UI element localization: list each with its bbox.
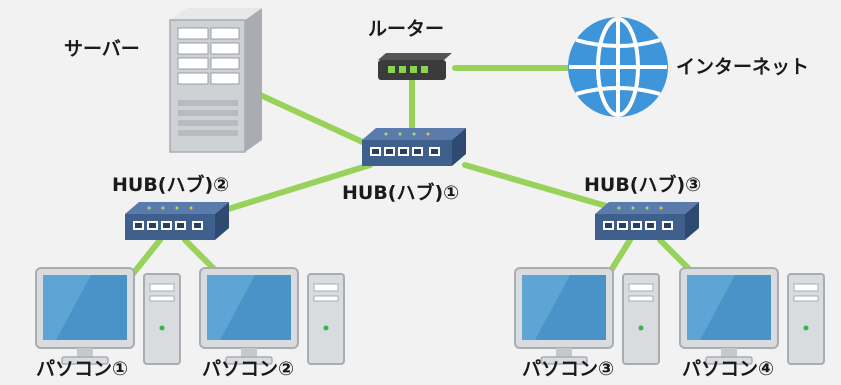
router-icon <box>378 53 452 80</box>
hub2-label: HUB(ハブ)② <box>112 174 230 196</box>
network-hub-icon <box>362 128 466 166</box>
cable-server-hub1 <box>242 85 383 153</box>
cable-hub1-hub2 <box>222 162 373 213</box>
network-hub-icon <box>125 202 229 240</box>
pc3-label: パソコン③ <box>522 358 615 380</box>
pc4-label: パソコン④ <box>682 358 775 380</box>
router-label: ルーター <box>368 18 445 40</box>
desktop-computer-icon <box>514 267 660 365</box>
desktop-computer-icon <box>679 267 825 365</box>
server-label: サーバー <box>64 38 140 60</box>
cables <box>125 65 703 283</box>
hub3-label: HUB(ハブ)③ <box>584 174 702 196</box>
pc2-label: パソコン② <box>202 358 295 380</box>
desktop-computer-icon <box>35 267 181 365</box>
pc1-label: パソコン① <box>36 358 129 380</box>
desktop-computer-icon <box>199 267 345 365</box>
server-tower-icon <box>169 8 262 153</box>
network-hub-icon <box>595 202 699 240</box>
globe-icon <box>568 17 668 117</box>
hub1-label: HUB(ハブ)① <box>342 182 460 204</box>
cable-hub1-hub3 <box>462 162 623 213</box>
internet-label: インターネット <box>676 56 810 78</box>
